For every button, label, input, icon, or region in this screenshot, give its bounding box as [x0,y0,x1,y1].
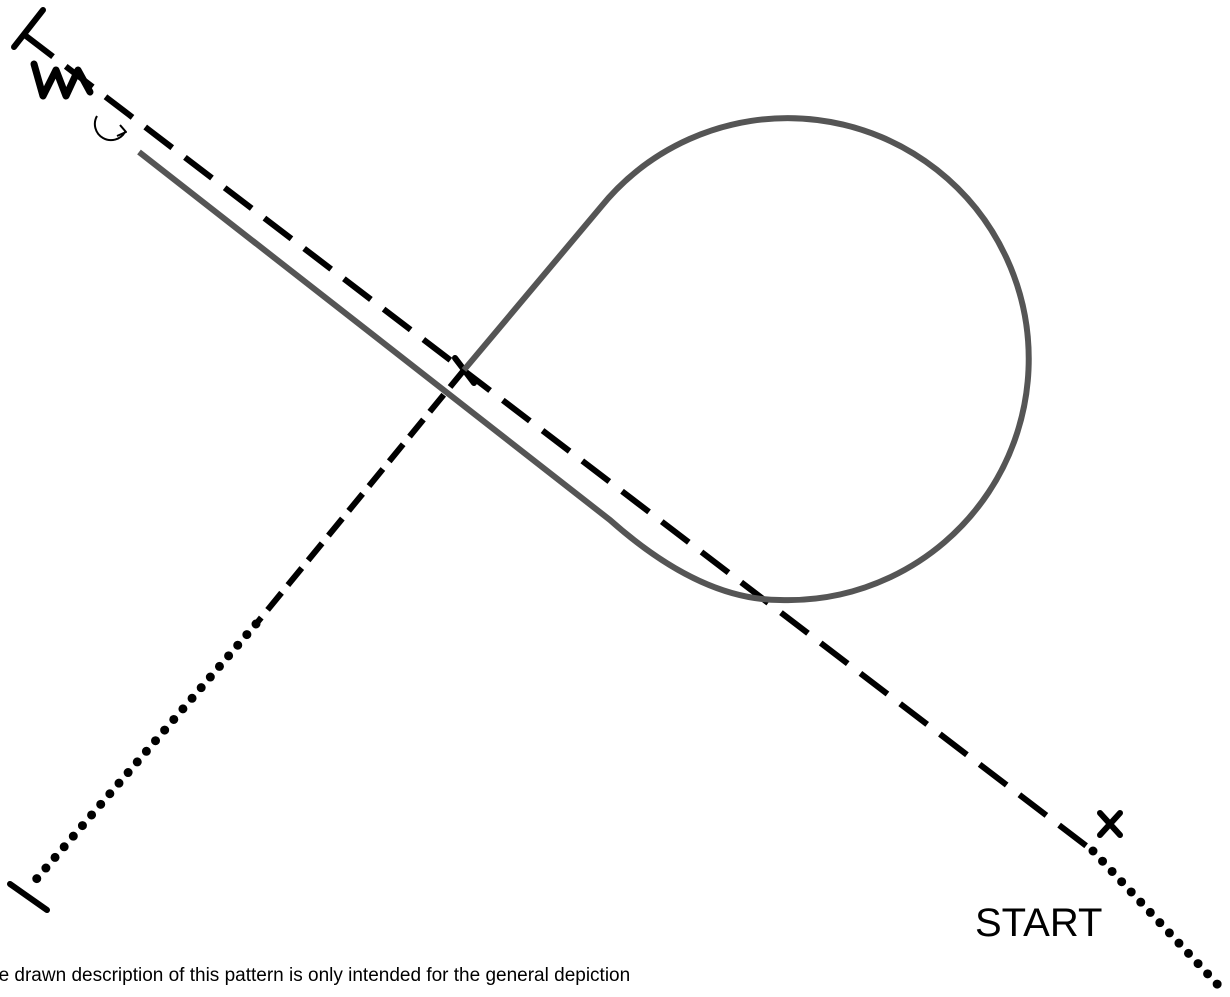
start-dotted-extension [1088,846,1223,990]
reference-line-dashed [24,33,1095,854]
footnote-text: he drawn description of this pattern is … [0,965,631,986]
intersection-cross-mark [452,355,477,386]
wind-icon [30,60,94,100]
cross-line-end-tick [7,881,50,913]
start-label: START [975,901,1103,945]
x-marker-icon [1097,810,1123,838]
flight-path-loop [137,115,1032,604]
cross-line-dashed [253,368,467,626]
cross-line-dotted [28,619,261,888]
rotation-arrow-icon [93,115,127,142]
reference-line-end-tick [11,7,46,50]
